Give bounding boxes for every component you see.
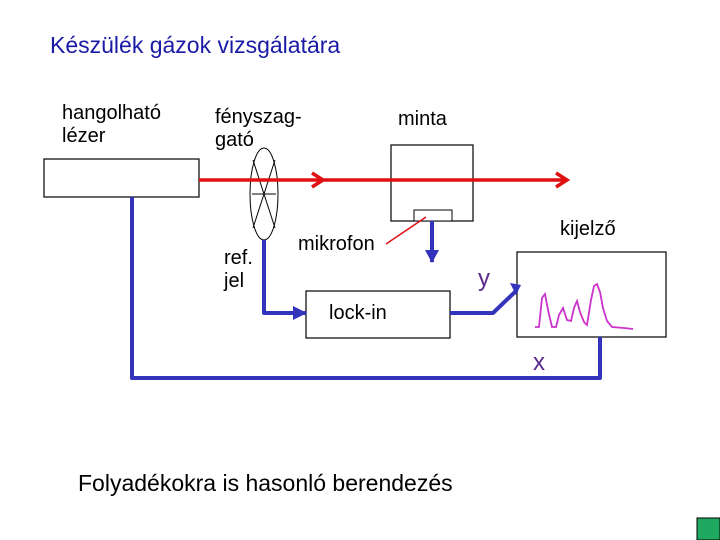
laser-box (43, 158, 200, 198)
x-signal-line (130, 197, 602, 380)
lockin-box (305, 290, 451, 339)
y-axis-label: y (478, 265, 490, 292)
sample-box (390, 144, 474, 222)
lockin-label: lock-in (329, 302, 387, 324)
footer-caption: Folyadékokra is hasonló berendezés (78, 470, 453, 496)
laser-label: hangolható lézer (62, 102, 161, 147)
page-title: Készülék gázok vizsgálatára (50, 32, 341, 58)
chopper-label: fényszag- gató (215, 106, 302, 151)
laser-beam (199, 171, 571, 189)
reference-label: ref. jel (224, 247, 253, 292)
signal-arrowheads (293, 250, 521, 320)
reference-line (262, 240, 306, 315)
sample-label: minta (398, 108, 447, 130)
microphone-label: mikrofon (298, 233, 375, 255)
chopper-wheel (249, 147, 279, 241)
y-signal-line (450, 288, 519, 315)
corner-marker (696, 517, 720, 540)
microphone-box (413, 209, 453, 222)
x-axis-label: x (533, 349, 545, 376)
display-trace (535, 282, 634, 330)
microphone-pointer (385, 216, 427, 245)
display-label: kijelző (560, 218, 616, 240)
